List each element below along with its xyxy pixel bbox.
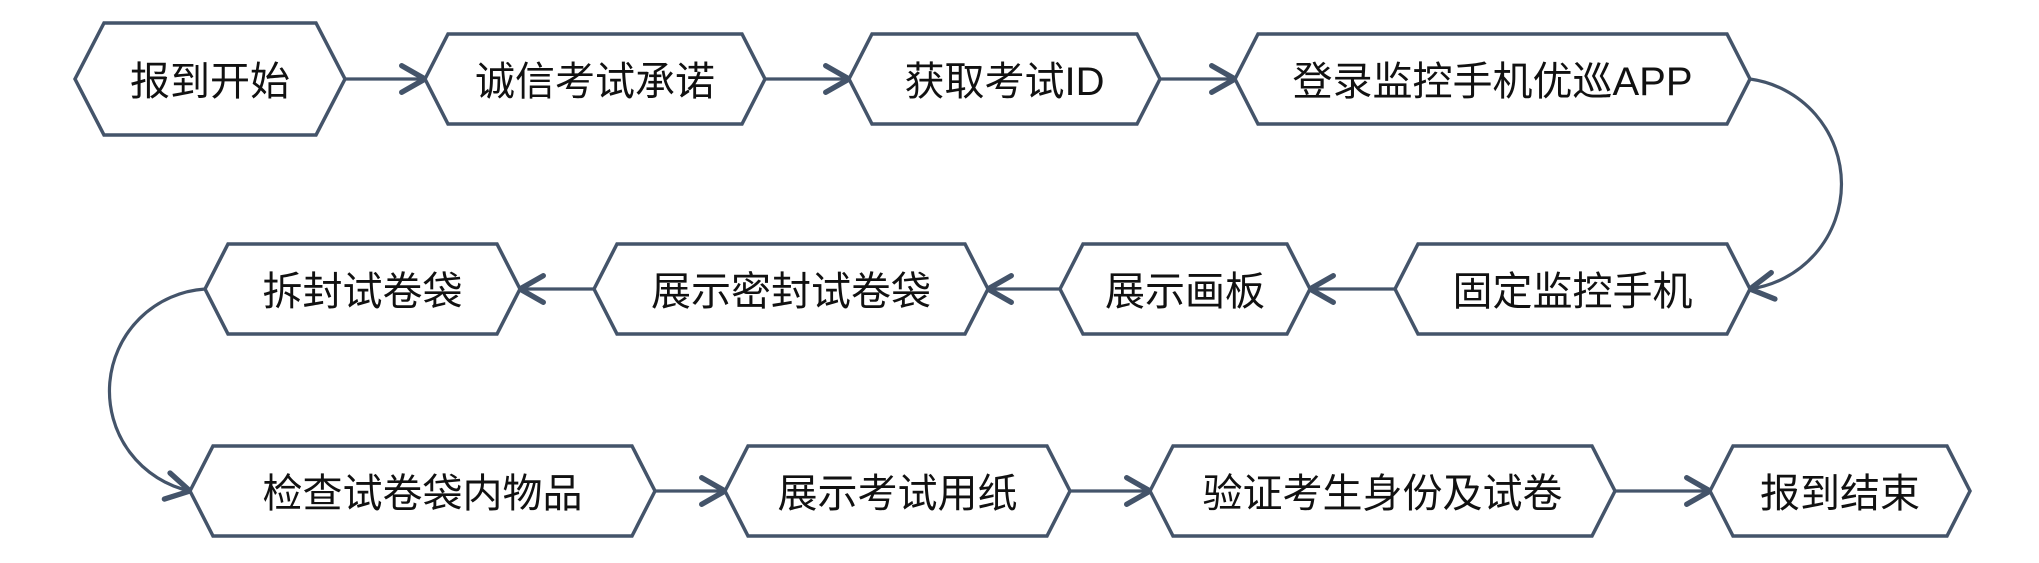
flow-node-shape-login-monitor-app (1233, 32, 1752, 126)
flow-node-fix-monitor-phone: 固定监控手机 (1393, 242, 1752, 336)
flow-node-shape-get-exam-id (847, 32, 1162, 126)
flow-node-unseal-bag: 拆封试卷袋 (203, 242, 522, 336)
flow-node-shape-checkin-end (1708, 444, 1972, 538)
flow-node-shape-show-exam-paper (723, 444, 1072, 538)
flow-node-label-login-monitor-app: 登录监控手机优巡APP (1292, 60, 1692, 104)
flow-node-label-check-bag-contents: 检查试卷袋内物品 (263, 472, 583, 516)
flow-node-label-checkin-start: 报到开始 (130, 60, 290, 104)
flow-node-integrity-pledge: 诚信考试承诺 (423, 32, 767, 126)
flow-node-label-show-drawing-board: 展示画板 (1105, 270, 1265, 314)
flow-node-shape-checkin-start (73, 21, 347, 137)
flow-edge-unseal-bag-to-check-bag-contents (107, 287, 206, 502)
flow-node-shape-verify-identity-paper (1148, 444, 1617, 538)
flow-node-label-unseal-bag: 拆封试卷袋 (263, 270, 463, 314)
flow-node-login-monitor-app: 登录监控手机优巡APP (1233, 32, 1752, 126)
flow-node-shape-unseal-bag (203, 242, 522, 336)
flow-node-checkin-end: 报到结束 (1708, 444, 1972, 538)
flow-node-show-sealed-bag: 展示密封试卷袋 (592, 242, 990, 336)
flow-node-label-get-exam-id: 获取考试ID (905, 60, 1105, 104)
flow-node-label-show-exam-paper: 展示考试用纸 (778, 472, 1018, 516)
flow-node-show-drawing-board: 展示画板 (1058, 242, 1312, 336)
flow-node-label-fix-monitor-phone: 固定监控手机 (1453, 270, 1693, 314)
flow-edge-login-monitor-app-to-fix-monitor-phone (1747, 77, 1844, 302)
flow-node-shape-show-drawing-board (1058, 242, 1312, 336)
flow-node-label-integrity-pledge: 诚信考试承诺 (475, 60, 715, 104)
flow-node-label-checkin-end: 报到结束 (1760, 472, 1920, 516)
flow-node-shape-check-bag-contents (188, 444, 657, 538)
flow-node-label-verify-identity-paper: 验证考生身份及试卷 (1203, 472, 1563, 516)
flow-node-show-exam-paper: 展示考试用纸 (723, 444, 1072, 538)
flow-node-shape-integrity-pledge (423, 32, 767, 126)
flow-node-get-exam-id: 获取考试ID (847, 32, 1162, 126)
flow-node-check-bag-contents: 检查试卷袋内物品 (188, 444, 657, 538)
flow-node-label-show-sealed-bag: 展示密封试卷袋 (651, 270, 931, 314)
edges-layer (107, 63, 1844, 507)
flow-node-checkin-start: 报到开始 (73, 21, 347, 137)
nodes-layer: 报到开始 诚信考试承诺 获取考试ID 登录监控手机优巡APP 固定监控手机 展示画板 展示密… (73, 21, 1972, 538)
flow-node-shape-show-sealed-bag (592, 242, 990, 336)
flow-node-shape-fix-monitor-phone (1393, 242, 1752, 336)
flow-node-verify-identity-paper: 验证考生身份及试卷 (1148, 444, 1617, 538)
